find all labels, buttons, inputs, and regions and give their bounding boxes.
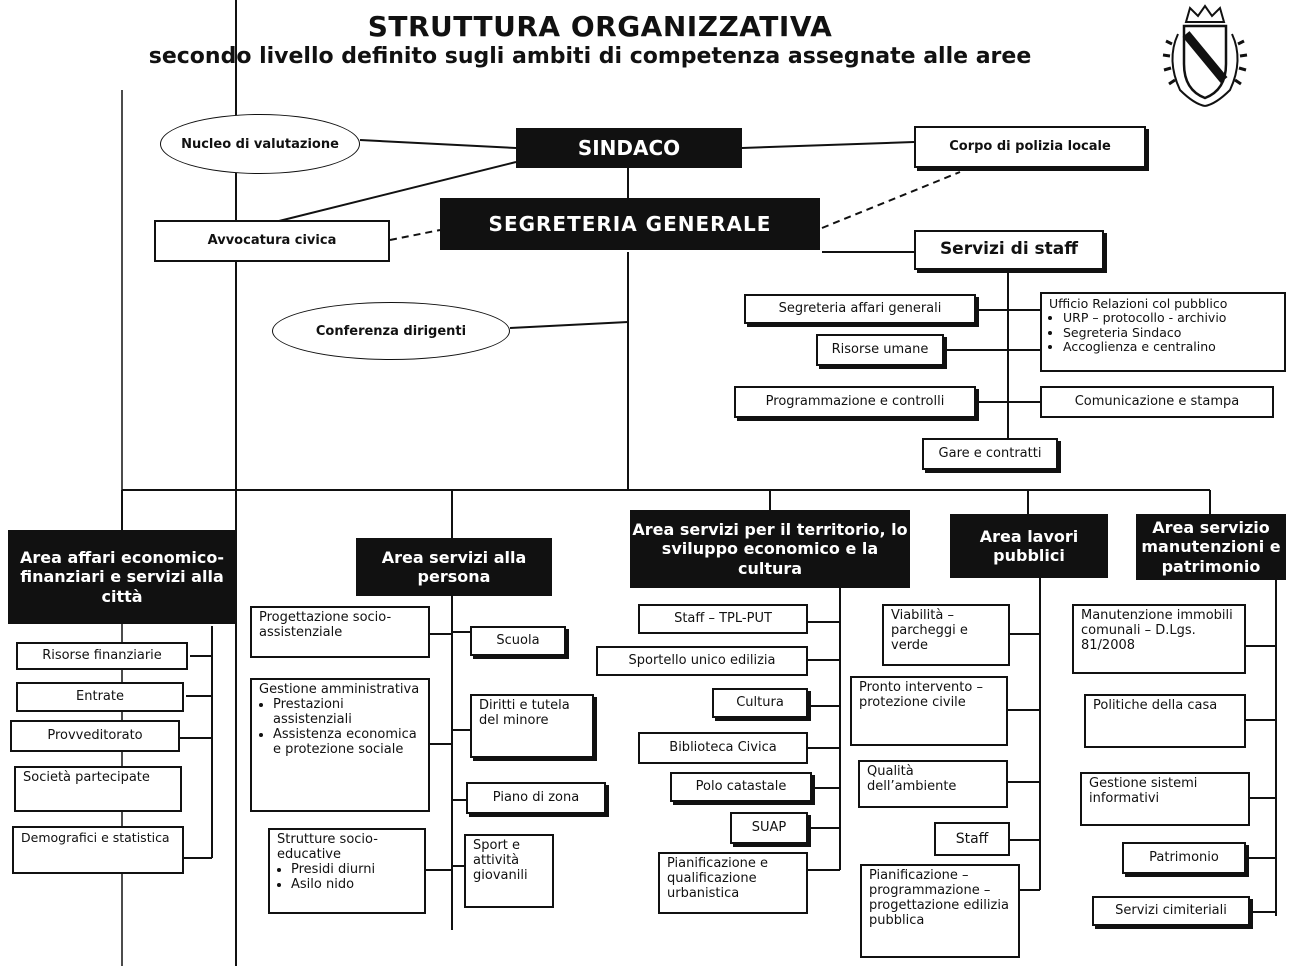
area2-gestione-title: Gestione amministrativa xyxy=(259,682,420,697)
area5-item-politiche-casa: Politiche della casa xyxy=(1084,694,1246,748)
list-item: Accoglienza e centralino xyxy=(1063,339,1277,354)
area1-item-provveditorato: Provveditorato xyxy=(10,720,180,752)
segreteria-generale-box: SEGRETERIA GENERALE xyxy=(440,198,820,250)
list-item: Segreteria Sindaco xyxy=(1063,325,1277,340)
area5-title: Area servizio manutenzioni e patrimonio xyxy=(1136,514,1286,580)
area2-gestione-box: Gestione amministrativa Prestazioni assi… xyxy=(250,678,430,812)
sindaco-box: SINDACO xyxy=(516,128,742,168)
area5-item-manutenzione: Manutenzione immobili comunali – D.Lgs. … xyxy=(1072,604,1246,674)
staff-urp-box: Ufficio Relazioni col pubblico URP – pro… xyxy=(1040,292,1286,372)
list-item: URP – protocollo - archivio xyxy=(1063,310,1277,325)
area1-item-societa: Società partecipate xyxy=(14,766,182,812)
list-item: Assistenza economica e protezione social… xyxy=(273,727,421,758)
staff-segreteria-affari: Segreteria affari generali xyxy=(744,294,976,324)
area3-item-biblioteca: Biblioteca Civica xyxy=(638,732,808,764)
list-item: Presidi diurni xyxy=(291,862,417,878)
list-item: Prestazioni assistenziali xyxy=(273,697,421,728)
area3-item-polo-catastale: Polo catastale xyxy=(670,772,812,802)
area4-item-staff: Staff xyxy=(934,822,1010,856)
area3-item-sportello: Sportello unico edilizia xyxy=(596,646,808,676)
list-item: Asilo nido xyxy=(291,877,417,893)
area2-strutture-box: Strutture socio-educative Presidi diurni… xyxy=(268,828,426,914)
staff-urp-title: Ufficio Relazioni col pubblico xyxy=(1049,296,1228,311)
avvocatura-civica-box: Avvocatura civica xyxy=(154,220,390,262)
area4-item-pronto-intervento: Pronto intervento – protezione civile xyxy=(850,676,1008,746)
area2-scuola: Scuola xyxy=(470,626,566,656)
area2-sport: Sport e attività giovanili xyxy=(464,834,554,908)
area2-title: Area servizi alla persona xyxy=(356,538,552,596)
area5-item-patrimonio: Patrimonio xyxy=(1122,842,1246,874)
area4-item-qualita-ambiente: Qualità dell’ambiente xyxy=(858,760,1008,808)
staff-gare-contratti: Gare e contratti xyxy=(922,438,1058,470)
nucleo-valutazione-oval: Nucleo di valutazione xyxy=(160,114,360,174)
area1-item-risorse: Risorse finanziarie xyxy=(16,642,188,670)
staff-risorse-umane: Risorse umane xyxy=(816,334,944,366)
area1-title: Area affari economico-finanziari e servi… xyxy=(8,530,236,624)
area3-item-pianificazione: Pianificazione e qualificazione urbanist… xyxy=(658,852,808,914)
area3-item-cultura: Cultura xyxy=(712,688,808,718)
area3-item-suap: SUAP xyxy=(730,812,808,844)
page-subtitle: secondo livello definito sugli ambiti di… xyxy=(148,44,1032,69)
area2-progettazione: Progettazione socio-assistenziale xyxy=(250,606,430,658)
staff-comunicazione: Comunicazione e stampa xyxy=(1040,386,1274,418)
conferenza-dirigenti-oval: Conferenza dirigenti xyxy=(272,302,510,360)
area2-diritti: Diritti e tutela del minore xyxy=(470,694,594,758)
area1-item-demografici: Demografici e statistica xyxy=(12,826,184,874)
area3-item-staff-tpl: Staff – TPL-PUT xyxy=(638,604,808,634)
area5-item-sistemi-informativi: Gestione sistemi informativi xyxy=(1080,772,1250,826)
area4-title: Area lavori pubblici xyxy=(950,514,1108,578)
servizi-staff-box: Servizi di staff xyxy=(914,230,1104,270)
staff-programmazione: Programmazione e controlli xyxy=(734,386,976,418)
area4-item-viabilita: Viabilità – parcheggi e verde xyxy=(882,604,1010,666)
municipal-crest-icon xyxy=(1150,4,1260,112)
polizia-locale-box: Corpo di polizia locale xyxy=(914,126,1146,168)
area5-item-cimiteriali: Servizi cimiteriali xyxy=(1092,896,1250,926)
area2-strutture-title: Strutture socio-educative xyxy=(277,832,378,862)
area1-item-entrate: Entrate xyxy=(16,682,184,712)
area4-item-pianificazione: Pianificazione – programmazione – proget… xyxy=(860,864,1020,958)
area3-title: Area servizi per il territorio, lo svilu… xyxy=(630,510,910,588)
area2-piano-zona: Piano di zona xyxy=(466,782,606,814)
page-title: STRUTTURA ORGANIZZATIVA xyxy=(367,10,833,43)
